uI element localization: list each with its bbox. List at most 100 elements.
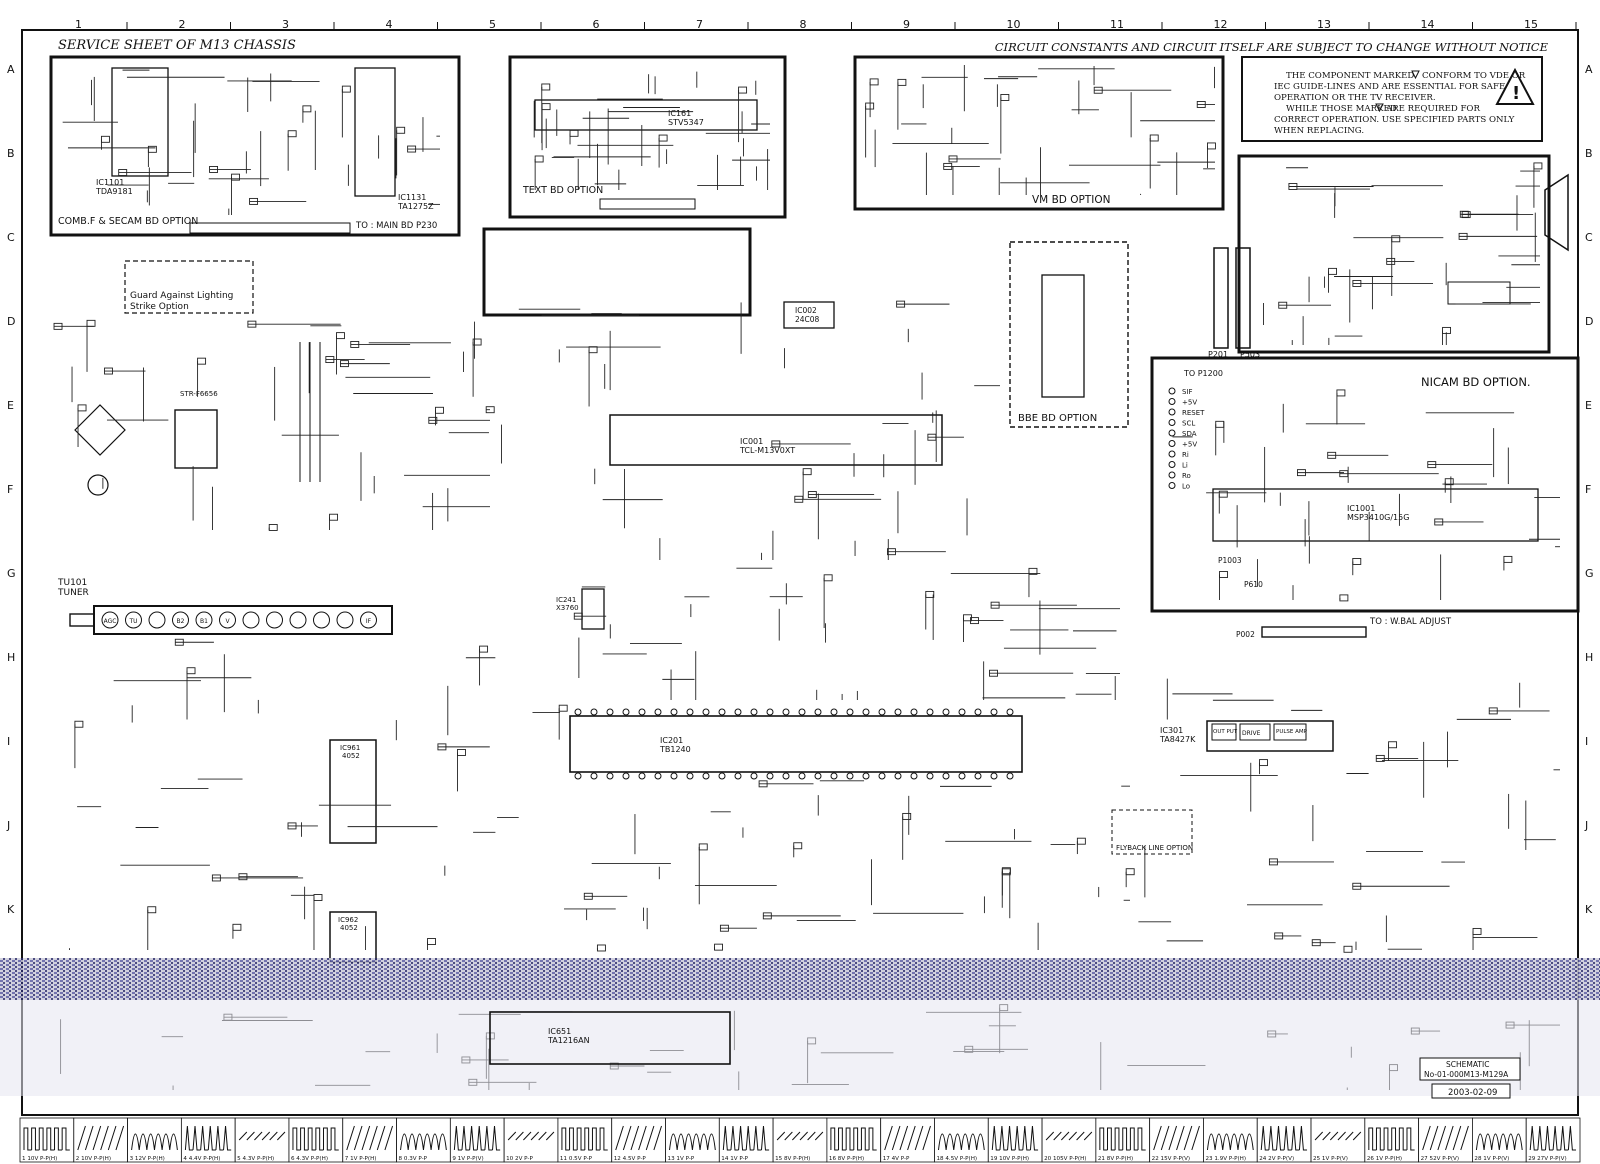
keypad-panel: IC002 24C08 <box>482 227 835 329</box>
connector-p503-label: P503 <box>1240 350 1260 359</box>
tuner-pin-label: IF <box>366 618 372 625</box>
crt-board <box>1237 154 1569 354</box>
row-marker: B <box>7 147 15 160</box>
ic962-part: 4052 <box>340 924 358 932</box>
tuner-pin-label: AGC <box>104 618 117 625</box>
ic241-block: IC241 X3760 <box>556 588 605 630</box>
wbal-connector: P002 TO : W.BAL ADJUST <box>1236 617 1452 639</box>
waveform-cell: 20 105V P-P(H) <box>1041 1117 1097 1163</box>
row-marker: E <box>1585 399 1592 412</box>
power-supply-section: STR-F6656 <box>74 342 321 496</box>
waveform-label: 11 0.5V P-P <box>560 1156 593 1162</box>
sheet-title-right: CIRCUIT CONSTANTS AND CIRCUIT ITSELF ARE… <box>995 40 1549 54</box>
row-marker: E <box>7 399 14 412</box>
column-marker: 2 <box>179 18 186 31</box>
row-marker: C <box>7 231 15 244</box>
waveform-cell: 3 12V P-P(H) <box>127 1117 182 1163</box>
row-marker: D <box>7 315 15 328</box>
waveform-label: 29 27V P-P(V) <box>1528 1156 1566 1162</box>
waveform-cell: 16 8V P-P(H) <box>826 1117 882 1163</box>
waveform-label: 25 1V P-P(V) <box>1313 1156 1348 1162</box>
notice-line2: IEC GUIDE-LINES AND ARE ESSENTIAL FOR SA… <box>1274 82 1505 92</box>
waveform-label: 20 105V P-P(H) <box>1044 1156 1086 1162</box>
ic301-block: IC301 TA8427K OUT PUT DRIVE PULSE AMP <box>1159 720 1334 752</box>
row-marker: A <box>7 63 15 76</box>
row-marker: F <box>7 483 13 496</box>
stamp-line1: SCHEMATIC <box>1446 1060 1489 1069</box>
waveform-label: 6 4.3V P-P(H) <box>291 1156 328 1162</box>
ic301-block-output: OUT PUT <box>1213 729 1238 735</box>
ic961-ref: IC961 <box>340 744 360 752</box>
ic001-ref: IC001 <box>740 437 763 446</box>
column-marker: 10 <box>1007 18 1021 31</box>
tuner-ref: TU101 <box>57 578 87 588</box>
column-marker: 5 <box>489 18 496 31</box>
nicam-pin-label: +5V <box>1182 399 1197 407</box>
wiring <box>53 65 1560 1090</box>
waveform-cell: 10 2V P-P <box>503 1117 559 1163</box>
guard-line1: Guard Against Lighting <box>130 291 233 301</box>
ic301-ref: IC301 <box>1160 726 1183 735</box>
nicam-bd-label: NICAM BD OPTION. <box>1421 375 1531 389</box>
nicam-pin-label: SCL <box>1182 420 1195 428</box>
nicam-pin-label: SIF <box>1182 388 1193 396</box>
notice-line5: CORRECT OPERATION. USE SPECIFIED PARTS O… <box>1274 115 1515 125</box>
ic301-block-drive: DRIVE <box>1242 730 1261 737</box>
ic001-block: IC001 TCL-M13V0XT <box>609 414 943 466</box>
comb-secam-label: COMB.F & SECAM BD OPTION <box>58 216 198 227</box>
waveform-strip: 1 10V P-P(H)2 10V P-P(H)3 12V P-P(H)4 4.… <box>19 1117 1581 1163</box>
waveform-cell: 23 1.9V P-P(H) <box>1203 1117 1258 1163</box>
waveform-cell: 6 4.3V P-P(H) <box>288 1117 344 1163</box>
nicam-pin-label: RESET <box>1182 409 1205 417</box>
waveform-label: 15 8V P-P(H) <box>775 1156 810 1162</box>
sheet-title-left: SERVICE SHEET OF M13 CHASSIS <box>58 38 296 53</box>
ic1131-ref: IC1131 <box>398 193 426 202</box>
nicam-pin-label: Ri <box>1182 451 1189 459</box>
column-marker: 11 <box>1110 18 1124 31</box>
column-marker: 14 <box>1421 18 1435 31</box>
ic241-part: X3760 <box>556 604 579 612</box>
row-marker: D <box>1585 315 1593 328</box>
tuner-pin-label: B2 <box>177 618 185 625</box>
ic002-ref: IC002 <box>795 306 817 315</box>
waveform-label: 7 1V P-P(H) <box>345 1156 377 1162</box>
text-board: IC161 STV5347 TEXT BD OPTION <box>508 55 787 219</box>
column-marker: 15 <box>1524 18 1538 31</box>
ic161-part: STV5347 <box>668 118 704 127</box>
waveform-cell: 8 0.3V P-P <box>396 1117 451 1163</box>
connector-p201-label: P201 <box>1208 350 1228 359</box>
ic161-ref: IC161 <box>668 109 691 118</box>
svg-text:!: ! <box>1512 83 1520 104</box>
bbe-board: BBE BD OPTION <box>1009 241 1129 428</box>
column-marker: 1 <box>75 18 82 31</box>
ic201-block: IC201 TB1240 <box>569 708 1023 780</box>
waveform-label: 21 8V P-P(H) <box>1098 1156 1133 1162</box>
ic201-ref: IC201 <box>660 736 683 745</box>
waveform-cell: 11 0.5V P-P <box>557 1117 613 1163</box>
waveform-label: 8 0.3V P-P <box>399 1156 428 1162</box>
nicam-pin-label: Li <box>1182 462 1188 470</box>
waveform-cell: 21 8V P-P(H) <box>1095 1117 1151 1163</box>
waveform-label: 27 52V P-P(V) <box>1421 1156 1459 1162</box>
ic001-part: TCL-M13V0XT <box>739 446 795 455</box>
nicam-to-p1200: TO P1200 <box>1183 369 1223 378</box>
guard-option-box: Guard Against Lighting Strike Option <box>124 260 254 314</box>
waveform-label: 22 15V P-P(V) <box>1152 1156 1190 1162</box>
waveform-cell: 13 1V P-P <box>665 1117 720 1163</box>
waveform-cell: 22 15V P-P(V) <box>1149 1117 1204 1163</box>
ic301-block-pulse: PULSE AMP <box>1276 729 1308 735</box>
waveform-cell: 19 10V P-P(H) <box>987 1117 1043 1163</box>
waveform-cell: 24 2V P-P(V) <box>1256 1117 1312 1163</box>
row-marker: G <box>7 567 16 580</box>
waveform-cell: 15 8V P-P(H) <box>772 1117 828 1163</box>
p002-label: P002 <box>1236 630 1255 639</box>
row-marker: C <box>1585 231 1593 244</box>
tuner-pin-label: B1 <box>200 618 208 625</box>
stamp-line2: No-01-000M13-M129A <box>1424 1070 1509 1079</box>
column-marker: 8 <box>800 18 807 31</box>
ic1101-part: TDA9181 <box>95 187 133 196</box>
waveform-label: 9 1V P-P(V) <box>452 1156 483 1162</box>
waveform-cell: 2 10V P-P(H) <box>73 1117 128 1163</box>
comb-secam-board: IC1101 TDA9181 IC1131 TA1275Z COMB.F & S… <box>49 55 461 237</box>
